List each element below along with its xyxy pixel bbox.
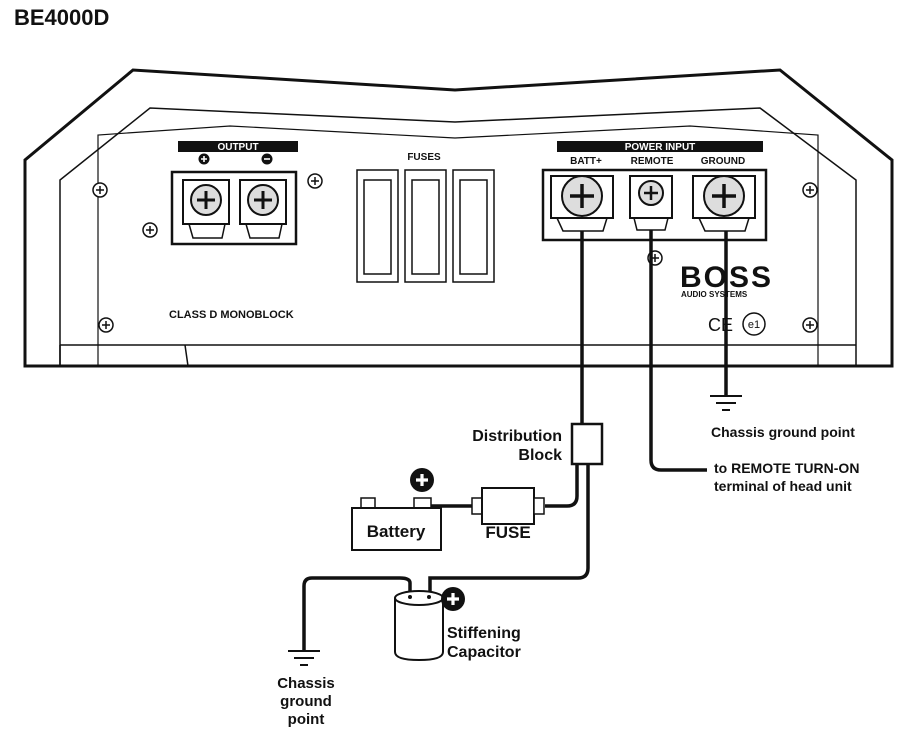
remote-label: REMOTE: [631, 156, 674, 167]
capacitor-plus-icon: [439, 585, 467, 613]
fuse-label: FUSE: [485, 523, 530, 542]
remote-turn-on-label-1: to REMOTE TURN-ON: [714, 460, 859, 476]
distribution-block-label-2: Block: [518, 447, 562, 464]
mounting-screw-icon: [142, 222, 158, 238]
ce-mark: CE: [708, 315, 733, 335]
battery-label: Battery: [367, 522, 426, 541]
brand-subtitle: AUDIO SYSTEMS: [681, 290, 748, 299]
output-terminal-block: OUTPUT: [170, 141, 298, 246]
chassis-ground-2-label-2: ground: [280, 693, 332, 710]
mounting-screw-icon: [307, 173, 323, 189]
wiring: [302, 230, 728, 650]
e1-mark-circle: [742, 312, 766, 336]
mounting-screw-icon: [98, 317, 114, 333]
fuses-label: FUSES: [407, 152, 441, 163]
mounting-screw-icon: [92, 182, 108, 198]
batt-label: BATT+: [570, 156, 602, 167]
chassis-ground-2-label-3: point: [288, 711, 325, 728]
fuse-bank: FUSES: [356, 152, 495, 283]
distribution-block: [570, 422, 604, 466]
power-input-label: POWER INPUT: [625, 142, 696, 153]
chassis-ground-label: Chassis ground point: [711, 424, 855, 440]
model-title: BE4000D: [14, 5, 109, 30]
remote-turn-on-label-2: terminal of head unit: [714, 478, 852, 494]
battery-plus-icon: [408, 466, 436, 494]
chassis-ground-2-label-1: Chassis: [277, 675, 335, 692]
output-label: OUTPUT: [217, 142, 258, 153]
mounting-screw-icon: [802, 317, 818, 333]
e1-mark: e1: [748, 319, 760, 331]
mounting-screw-icon: [802, 182, 818, 198]
ground-label: GROUND: [701, 156, 745, 167]
capacitor-label-1: Stiffening: [447, 625, 521, 642]
ground-symbol-icon: [288, 650, 320, 666]
terminal-screw-icon: [189, 183, 223, 217]
inline-fuse: FUSE: [471, 487, 545, 542]
power-input-terminal-block: POWER INPUT BATT+ REMOTE GROUND: [541, 141, 768, 242]
ground-symbol-icon: [710, 395, 742, 411]
capacitor-label-2: Capacitor: [447, 644, 521, 661]
battery: Battery: [351, 497, 442, 551]
stiffening-capacitor: [394, 590, 444, 662]
distribution-block-label-1: Distribution: [472, 428, 562, 445]
terminal-screw-icon: [246, 183, 280, 217]
class-label: CLASS D MONOBLOCK: [169, 309, 294, 321]
